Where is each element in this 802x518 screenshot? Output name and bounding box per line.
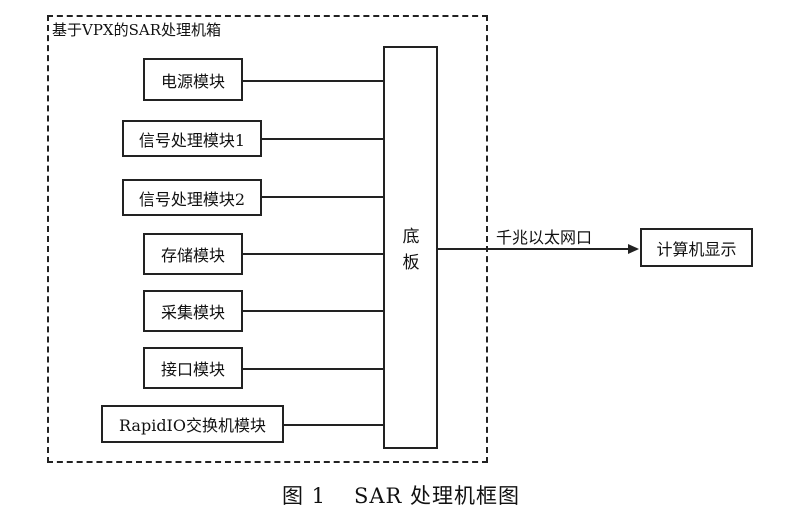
figure-title: SAR 处理机框图 bbox=[354, 484, 521, 508]
power-module-box: 电源模块 bbox=[143, 58, 243, 101]
acquisition-connector-line bbox=[243, 310, 383, 312]
storage-connector-line bbox=[243, 253, 383, 255]
figure-caption: 图 1 SAR 处理机框图 bbox=[0, 480, 802, 510]
signal-processing-module-2-box: 信号处理模块2 bbox=[122, 179, 262, 216]
chassis-frame bbox=[47, 15, 488, 463]
storage-module-box: 存储模块 bbox=[143, 233, 243, 275]
chassis-title: 基于VPX的SAR处理机箱 bbox=[52, 21, 222, 39]
interface-connector-line bbox=[243, 368, 383, 370]
acquisition-module-box: 采集模块 bbox=[143, 290, 243, 332]
ethernet-link-line bbox=[438, 248, 630, 250]
backplane-box bbox=[383, 46, 438, 449]
ethernet-label: 千兆以太网口 bbox=[496, 228, 593, 247]
backplane-label-line-1: 底 bbox=[402, 227, 420, 247]
signal-1-connector-line bbox=[262, 138, 383, 140]
ethernet-arrow-icon bbox=[628, 244, 639, 254]
rapidio-switch-module-box: RapidIO交换机模块 bbox=[101, 405, 284, 443]
figure-number: 图 1 bbox=[281, 484, 326, 508]
signal-2-connector-line bbox=[262, 196, 383, 198]
backplane-label-line-2: 板 bbox=[402, 253, 420, 273]
power-connector-line bbox=[243, 80, 383, 82]
signal-processing-module-1-box: 信号处理模块1 bbox=[122, 120, 262, 157]
rapidio-connector-line bbox=[284, 424, 383, 426]
interface-module-box: 接口模块 bbox=[143, 347, 243, 389]
computer-display-box: 计算机显示 bbox=[640, 228, 753, 267]
backplane-label: 底 板 bbox=[400, 224, 422, 276]
